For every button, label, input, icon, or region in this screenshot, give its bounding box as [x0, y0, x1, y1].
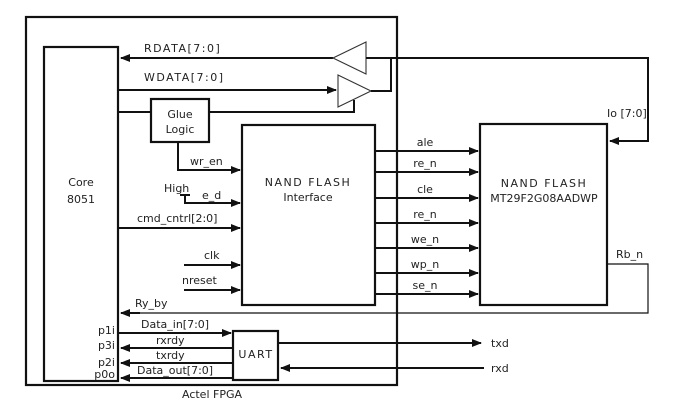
output-signals: ale re_n cle re_n we_n wp_n se_n [375, 136, 479, 298]
output-label-re-n-2: re_n [413, 208, 437, 221]
io-label: Io [7:0] [607, 107, 647, 120]
output-label-we-n: we_n [411, 233, 439, 246]
uart-block [231, 329, 280, 382]
rxrdy-label: rxrdy [156, 334, 185, 347]
data-in-label: Data_in[7:0] [141, 318, 209, 331]
core-8051-block [42, 45, 120, 383]
wr-en-label: wr_en [190, 155, 223, 168]
buffer-join-wire [366, 57, 392, 92]
write-buffer-icon [337, 74, 373, 108]
flash-label-line2: MT29F2G08AADWP [490, 192, 598, 205]
fpga-label: Actel FPGA [182, 388, 242, 401]
output-label-re-n-1: re_n [413, 157, 437, 170]
wdata-label: WDATA[7:0] [144, 71, 225, 84]
output-label-se-n: se_n [413, 279, 438, 292]
glue-logic-block [149, 97, 211, 144]
output-label-ale: ale [417, 136, 434, 149]
nand-flash-chip-block [478, 122, 609, 307]
read-buffer-icon [331, 41, 367, 75]
glue-label-line1: Glue [167, 108, 193, 121]
output-label-cle: cle [417, 183, 433, 196]
rxd-label: rxd [491, 362, 509, 375]
port-p3i: p3i [98, 339, 115, 352]
rb-n-wire [121, 263, 649, 314]
cmd-cntrl-label: cmd_cntrl[2:0] [137, 212, 217, 225]
txd-label: txd [491, 337, 509, 350]
rdata-label: RDATA[7:0] [144, 42, 221, 55]
interface-label-line2: Interface [283, 191, 332, 204]
wr-en-wire [177, 142, 241, 174]
glue-to-buffer-enable-wire [209, 100, 355, 113]
port-p1i: p1i [98, 324, 115, 337]
port-p2i: p2i [98, 356, 115, 369]
glue-label-line2: Logic [166, 123, 195, 136]
port-p0o: p0o [94, 368, 115, 381]
io-bus-wire [391, 57, 649, 145]
nreset-label: nreset [182, 274, 218, 287]
data-out-label: Data_out[7:0] [137, 364, 213, 377]
txrdy-label: txrdy [156, 349, 185, 362]
interface-label-line1: NAND FLASH [265, 176, 351, 189]
uart-label: UART [238, 348, 273, 361]
ry-by-label: Ry_by [135, 297, 168, 310]
high-label: High [164, 182, 189, 195]
core-label-line1: Core [68, 176, 94, 189]
e-d-wire [184, 195, 241, 207]
e-d-label: e_d [202, 189, 221, 202]
output-label-wp-n: wp_n [411, 258, 439, 271]
rb-n-label: Rb_n [616, 248, 643, 261]
nand-interface-block [240, 123, 377, 307]
core-label-line2: 8051 [67, 193, 95, 206]
clk-label: clk [204, 249, 220, 262]
fpga-boundary [24, 15, 399, 387]
flash-label-line1: NAND FLASH [501, 177, 587, 190]
